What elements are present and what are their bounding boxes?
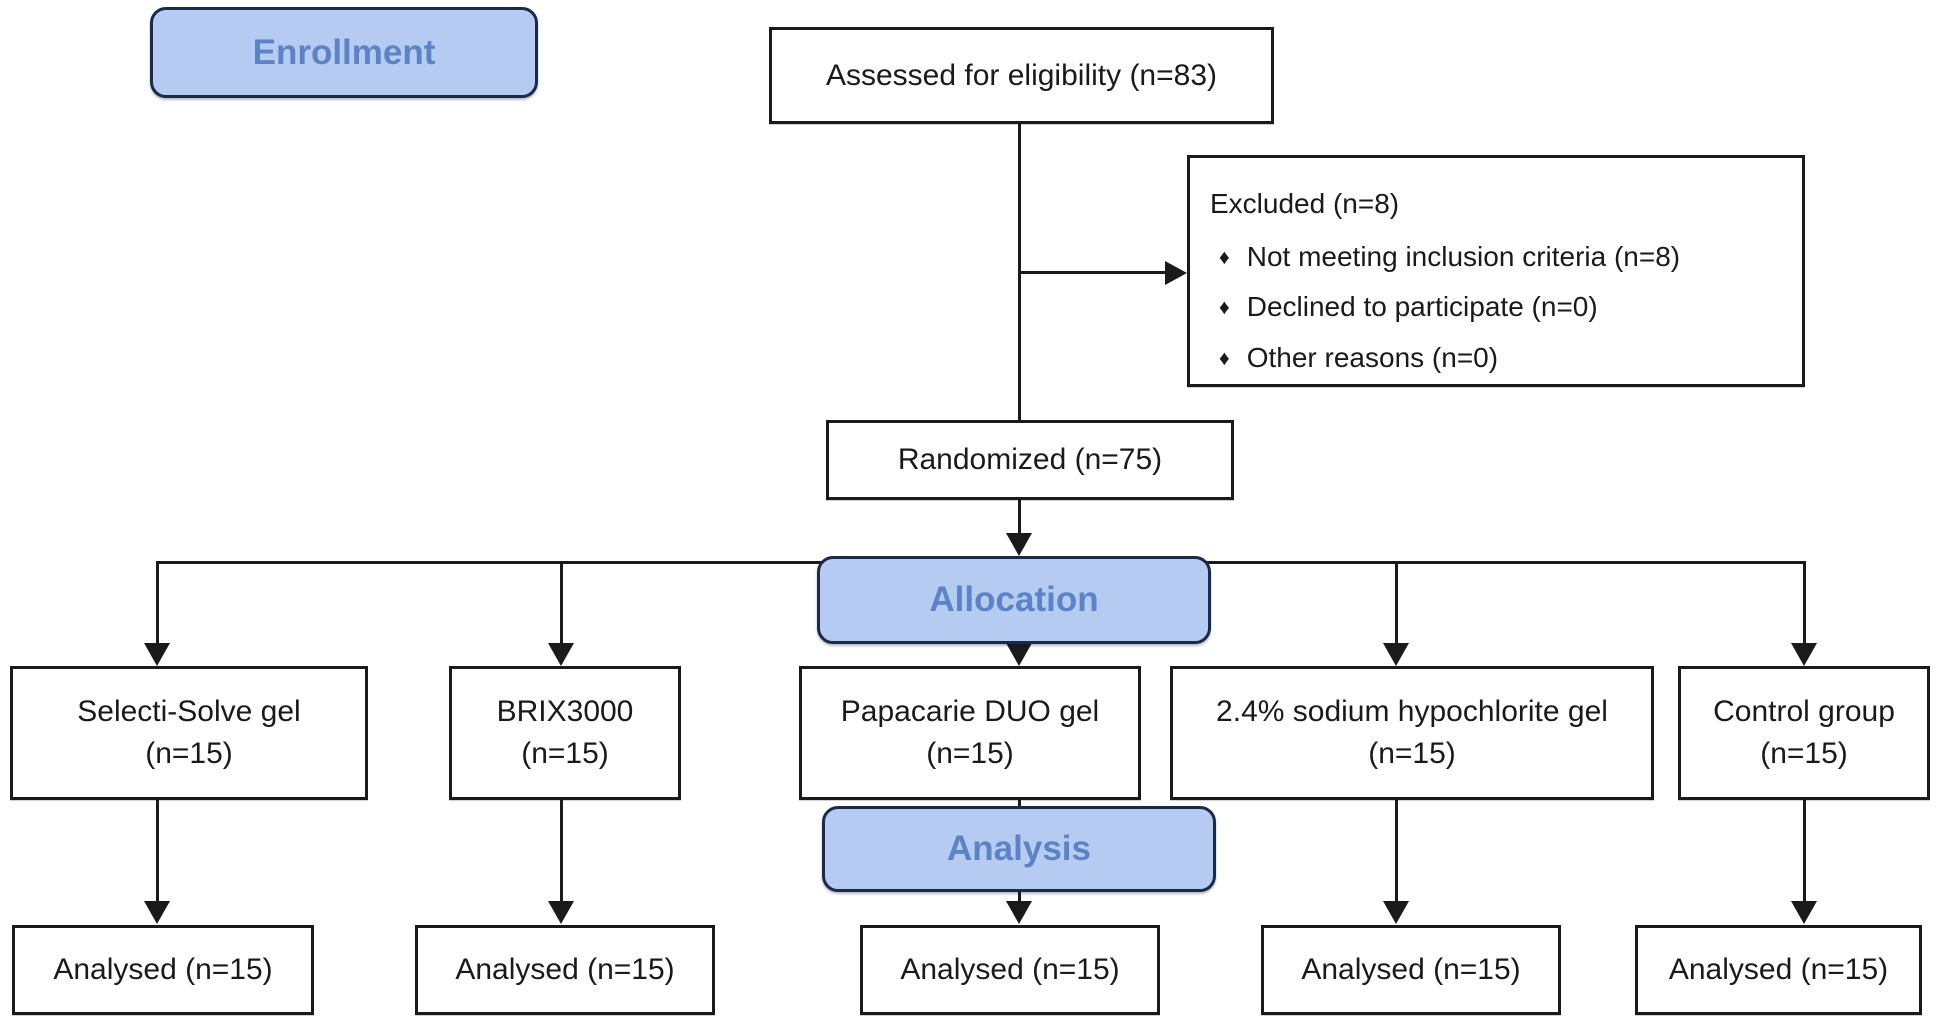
excluded-item-label: Not meeting inclusion criteria (n=8)	[1246, 241, 1681, 273]
assessed-label: Assessed for eligibility (n=83)	[825, 58, 1217, 92]
excluded-item: ♦ Not meeting inclusion criteria (n=8)	[1210, 237, 1680, 276]
group-n: (n=15)	[521, 737, 609, 770]
excluded-item-label: Declined to participate (n=0)	[1246, 291, 1598, 323]
box-analysed-1: Analysed (n=15)	[12, 925, 314, 1015]
connector-branch-group-4	[1395, 561, 1398, 643]
arrowhead-excluded	[1165, 261, 1187, 285]
box-analysed-2: Analysed (n=15)	[415, 925, 715, 1015]
box-excluded: Excluded (n=8) ♦ Not meeting inclusion c…	[1187, 155, 1805, 387]
group-n: (n=15)	[926, 737, 1014, 770]
connector-group5-analysed5	[1803, 800, 1806, 902]
arrowhead-analysed-1	[144, 901, 170, 924]
group-name: 2.4% sodium hypochlorite gel	[1216, 695, 1608, 728]
box-analysed-5: Analysed (n=15)	[1635, 925, 1922, 1015]
analysed-label: Analysed (n=15)	[455, 953, 675, 986]
box-analysed-3: Analysed (n=15)	[860, 925, 1160, 1015]
box-randomized: Randomized (n=75)	[826, 420, 1234, 500]
arrowhead-analysed-3	[1006, 901, 1032, 924]
connector-branch-group-2	[560, 561, 563, 643]
stage-analysis: Analysis	[822, 806, 1216, 892]
box-group-sodium-hypochlorite: 2.4% sodium hypochlorite gel (n=15)	[1170, 666, 1654, 800]
connector-branch-group-5	[1803, 561, 1806, 643]
box-group-papacarie-duo: Papacarie DUO gel (n=15)	[799, 666, 1141, 800]
group-n: (n=15)	[1368, 737, 1456, 770]
stage-enrollment: Enrollment	[150, 7, 538, 98]
group-name: Control group	[1713, 695, 1895, 728]
analysed-label: Analysed (n=15)	[1668, 953, 1889, 986]
group-n: (n=15)	[1760, 737, 1848, 770]
connector-group4-analysed4	[1395, 800, 1398, 902]
box-group-selecti-solve: Selecti-Solve gel (n=15)	[10, 666, 368, 800]
box-analysed-4: Analysed (n=15)	[1261, 925, 1561, 1015]
excluded-title: Excluded (n=8)	[1210, 188, 1400, 219]
box-group-control: Control group (n=15)	[1678, 666, 1930, 800]
excluded-item: ♦ Declined to participate (n=0)	[1210, 287, 1598, 326]
connector-branch-group-1	[156, 561, 159, 643]
connector-to-excluded	[1021, 271, 1167, 274]
diamond-bullet-icon: ♦	[1219, 246, 1230, 270]
box-assessed-for-eligibility: Assessed for eligibility (n=83)	[769, 27, 1274, 124]
connector-assessed-to-randomized	[1018, 124, 1021, 420]
analysed-label: Analysed (n=15)	[53, 953, 273, 986]
group-name: BRIX3000	[496, 695, 634, 728]
arrowhead-analysed-2	[548, 901, 574, 924]
arrowhead-group-4	[1383, 643, 1409, 666]
connector-randomized-to-allocation	[1018, 500, 1021, 534]
group-name: Papacarie DUO gel	[840, 695, 1100, 728]
stage-analysis-label: Analysis	[947, 829, 1091, 868]
arrowhead-group-2	[548, 643, 574, 666]
arrowhead-allocation	[1006, 533, 1032, 556]
excluded-item: ♦ Other reasons (n=0)	[1210, 338, 1498, 377]
randomized-label: Randomized (n=75)	[897, 443, 1163, 476]
arrowhead-analysed-5	[1791, 901, 1817, 924]
arrowhead-group-5	[1791, 643, 1817, 666]
arrowhead-analysed-4	[1383, 901, 1409, 924]
stage-allocation-label: Allocation	[929, 580, 1099, 619]
box-group-brix3000: BRIX3000 (n=15)	[449, 666, 681, 800]
connector-group1-analysed1	[156, 800, 159, 902]
connector-group3-analysis	[1018, 800, 1021, 807]
excluded-item-label: Other reasons (n=0)	[1246, 341, 1499, 373]
stage-allocation: Allocation	[817, 556, 1211, 644]
analysed-label: Analysed (n=15)	[900, 953, 1120, 986]
arrowhead-group-3	[1006, 643, 1032, 666]
connector-analysis-analysed3	[1018, 892, 1021, 902]
group-name: Selecti-Solve gel	[77, 695, 301, 728]
diamond-bullet-icon: ♦	[1219, 346, 1230, 370]
group-n: (n=15)	[145, 737, 233, 770]
connector-group2-analysed2	[560, 800, 563, 902]
stage-enrollment-label: Enrollment	[252, 32, 436, 72]
diamond-bullet-icon: ♦	[1219, 296, 1230, 320]
arrowhead-group-1	[144, 643, 170, 666]
analysed-label: Analysed (n=15)	[1301, 953, 1521, 986]
